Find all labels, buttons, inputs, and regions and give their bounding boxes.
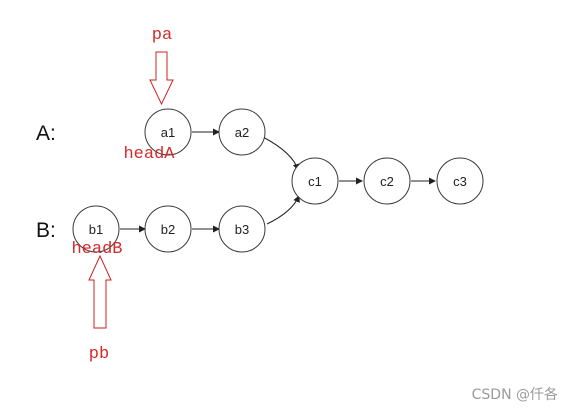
pointer-pa-arrow-icon (149, 51, 174, 106)
node-b1-label: b1 (89, 222, 103, 237)
node-a2-label: a2 (235, 125, 249, 140)
node-b1: b1 (72, 205, 120, 253)
edge-a2-c1 (262, 136, 300, 171)
node-b2: b2 (144, 205, 192, 253)
edge-b3-c1 (266, 195, 300, 225)
node-a1-label: a1 (161, 125, 175, 140)
node-c1: c1 (291, 157, 339, 205)
node-b3: b3 (218, 205, 266, 253)
head-b-label: headB (71, 240, 122, 259)
pointer-pb-label: pb (89, 345, 109, 364)
list-b-label: B: (36, 219, 56, 242)
node-b3-label: b3 (235, 222, 249, 237)
watermark-text: CSDN @仟各 (472, 387, 558, 403)
node-c3-label: c3 (453, 174, 467, 189)
node-b2-label: b2 (161, 222, 175, 237)
node-c1-label: c1 (308, 174, 322, 189)
node-c2-label: c2 (380, 174, 394, 189)
head-a-label: headA (123, 145, 175, 164)
pointer-pa-label: pa (152, 26, 172, 45)
node-c3: c3 (436, 157, 484, 205)
list-a-label: A: (36, 122, 56, 145)
pointer-pb-arrow-icon (88, 254, 112, 329)
node-a1: a1 (144, 108, 192, 156)
node-c2: c2 (363, 157, 411, 205)
node-a2: a2 (218, 108, 266, 156)
